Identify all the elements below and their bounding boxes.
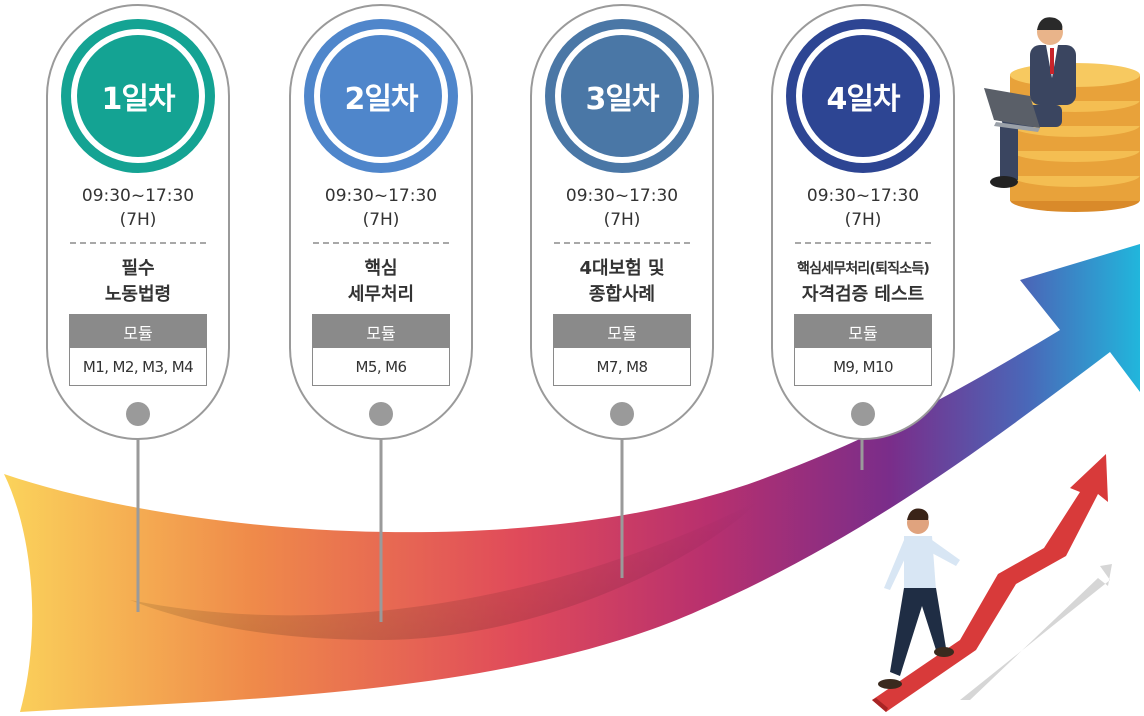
module-box-4: 모듈 M9, M10 <box>794 314 932 386</box>
module-box-2: 모듈 M5, M6 <box>312 314 450 386</box>
arrow-inner-shadow <box>130 500 760 640</box>
module-list-2: M5, M6 <box>355 357 408 376</box>
day-title-1: 1일차 <box>77 35 199 157</box>
module-header-4: 모듈 <box>795 315 931 348</box>
day-time-2: 09:30~17:30 <box>324 186 438 206</box>
dashed-divider <box>554 242 690 244</box>
day-hours-3: (7H) <box>603 210 641 230</box>
day-card-3: 3일차 09:30~17:30 (7H) 4대보험 및 종합사례 모듈 M7, … <box>530 4 714 440</box>
day-topic-line2-1: 노동법령 <box>104 284 172 305</box>
day-hours-1: (7H) <box>119 210 157 230</box>
day-topic-line1-4: 핵심세무처리(퇴직소득) <box>797 261 930 277</box>
timeline-pin-3 <box>610 402 634 426</box>
module-list-3: M7, M8 <box>596 357 649 376</box>
module-list-1: M1, M2, M3, M4 <box>82 357 194 376</box>
day-topic-line2-2: 세무처리 <box>347 284 415 305</box>
gradient-arrow-body <box>4 244 1140 712</box>
module-header-3: 모듈 <box>554 315 690 348</box>
day-time-4: 09:30~17:30 <box>806 186 920 206</box>
day-time-3: 09:30~17:30 <box>565 186 679 206</box>
module-list-4: M9, M10 <box>833 357 893 376</box>
day-topic-line2-3: 종합사례 <box>588 284 656 305</box>
day-topic-line2-4: 자격검증 테스트 <box>801 284 925 305</box>
day-badge-1: 1일차 <box>61 19 215 173</box>
day-card-2: 2일차 09:30~17:30 (7H) 핵심 세무처리 모듈 M5, M6 <box>289 4 473 440</box>
day-badge-4: 4일차 <box>786 19 940 173</box>
day-badge-2: 2일차 <box>304 19 458 173</box>
day-title-2: 2일차 <box>320 35 442 157</box>
day-card-4: 4일차 09:30~17:30 (7H) 핵심세무처리(퇴직소득) 자격검증 테… <box>771 4 955 440</box>
day-hours-2: (7H) <box>362 210 400 230</box>
day-card-1: 1일차 09:30~17:30 (7H) 필수 노동법령 모듈 M1, M2, … <box>46 4 230 440</box>
businessman-on-coins-illustration <box>984 17 1140 212</box>
module-box-1: 모듈 M1, M2, M3, M4 <box>69 314 207 386</box>
day-title-3: 3일차 <box>561 35 683 157</box>
day-title-4: 4일차 <box>802 35 924 157</box>
day-topic-line1-3: 4대보험 및 <box>579 258 665 279</box>
dashed-divider <box>795 242 931 244</box>
module-header-2: 모듈 <box>313 315 449 348</box>
day-time-1: 09:30~17:30 <box>81 186 195 206</box>
man-walking-on-red-arrow-illustration <box>872 454 1112 712</box>
timeline-pin-2 <box>369 402 393 426</box>
module-box-3: 모듈 M7, M8 <box>553 314 691 386</box>
dashed-divider <box>313 242 449 244</box>
day-badge-3: 3일차 <box>545 19 699 173</box>
day-hours-4: (7H) <box>844 210 882 230</box>
timeline-pin-4 <box>851 402 875 426</box>
module-header-1: 모듈 <box>70 315 206 348</box>
dashed-divider <box>70 242 206 244</box>
day-topic-line1-1: 필수 <box>121 258 155 279</box>
timeline-pin-1 <box>126 402 150 426</box>
day-topic-line1-2: 핵심 <box>364 258 398 279</box>
